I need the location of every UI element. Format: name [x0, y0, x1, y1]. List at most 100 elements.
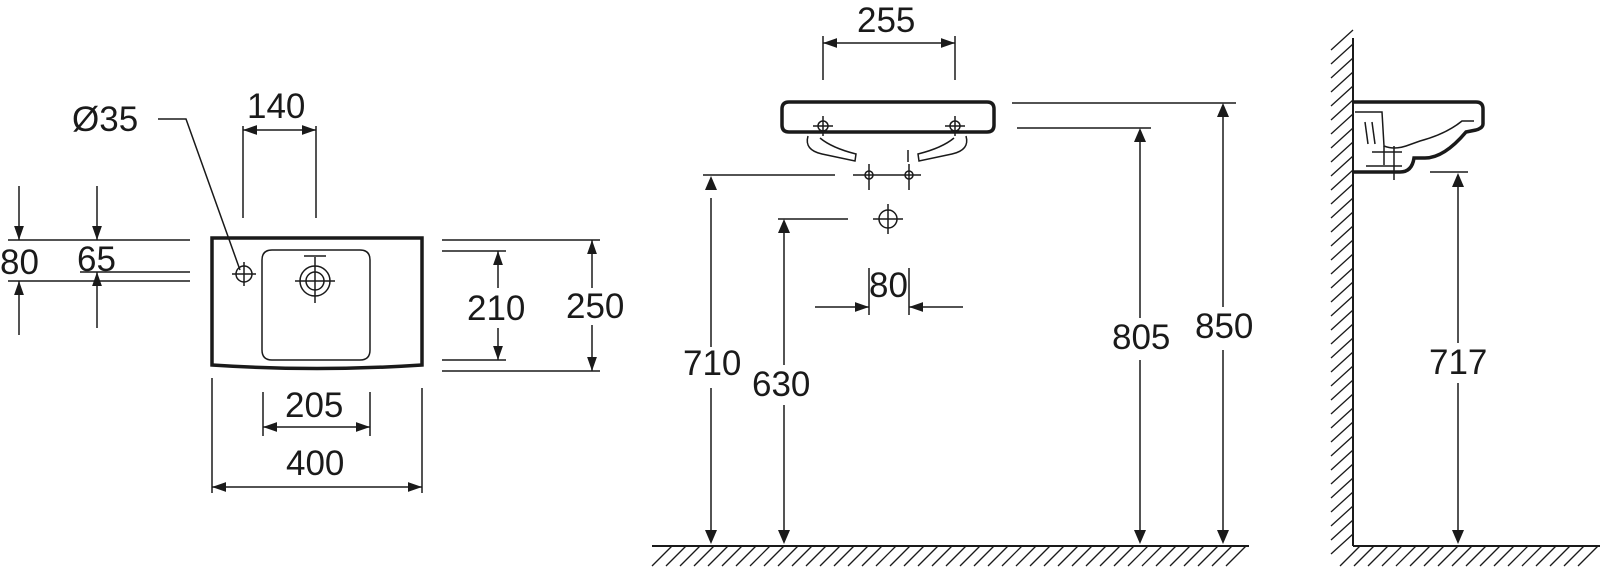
hatch-stroke — [693, 545, 715, 567]
basin-side-inner — [1355, 111, 1474, 149]
hatch-stroke — [819, 545, 841, 567]
hatch-stroke — [1395, 545, 1417, 567]
hatch-stroke — [875, 545, 897, 567]
hatch-stroke — [1127, 545, 1149, 567]
hatch-stroke — [1451, 545, 1473, 567]
dim-label-250: 250 — [566, 287, 624, 326]
hatch-stroke — [1330, 85, 1354, 107]
hatch-stroke — [1057, 545, 1079, 567]
hatch-stroke — [1085, 545, 1107, 567]
dim-label-65: 65 — [77, 240, 116, 279]
dim-label-210: 210 — [467, 289, 525, 328]
dim-label-140: 140 — [247, 87, 305, 126]
hatch-stroke — [1330, 463, 1354, 485]
hatch-stroke — [889, 545, 911, 567]
hatch-stroke — [1330, 211, 1354, 233]
tap-hole-symbol — [232, 262, 256, 286]
hatch-stroke — [1330, 113, 1354, 135]
tap-hole-symbol-left — [813, 116, 833, 136]
hatch-stroke — [1330, 155, 1354, 177]
hatch-stroke — [749, 545, 771, 567]
hatch-stroke — [1330, 43, 1354, 65]
drain-symbol — [295, 255, 335, 303]
basin-top-outline — [210, 236, 424, 371]
hatch-stroke — [1330, 323, 1354, 345]
hatch-stroke — [959, 545, 981, 567]
hatch-stroke — [1225, 545, 1247, 567]
hatch-stroke — [1330, 99, 1354, 121]
hatch-stroke — [1563, 545, 1585, 567]
dim-label-805: 805 — [1112, 318, 1170, 357]
hatch-stroke — [1493, 545, 1515, 567]
dim-label-710: 710 — [683, 344, 741, 383]
hatch-stroke — [1211, 545, 1233, 567]
hatch-stroke — [1330, 281, 1354, 303]
hatch-stroke — [1330, 57, 1354, 79]
dim-label-717: 717 — [1429, 343, 1487, 382]
floor-hatching-side — [1339, 545, 1599, 567]
hatch-stroke — [735, 545, 757, 567]
hatch-stroke — [861, 545, 883, 567]
hatch-stroke — [1330, 127, 1354, 149]
hatch-stroke — [1330, 477, 1354, 499]
hatch-stroke — [1071, 545, 1093, 567]
dim-label-80-left: 80 — [0, 243, 39, 282]
basin-side-outline — [1353, 100, 1485, 174]
hatch-stroke — [1330, 491, 1354, 513]
hatch-stroke — [1155, 545, 1177, 567]
hatch-stroke — [973, 545, 995, 567]
hatch-stroke — [1549, 545, 1571, 567]
dim-label-80-mid: 80 — [869, 266, 908, 305]
basin-front-outline — [780, 100, 996, 134]
hatch-stroke — [1330, 519, 1354, 541]
hatch-stroke — [1330, 71, 1354, 93]
hatch-stroke — [1330, 267, 1354, 289]
hatch-stroke — [1330, 197, 1354, 219]
hatch-stroke — [1330, 505, 1354, 527]
hatch-stroke — [679, 545, 701, 567]
hatch-stroke — [1015, 545, 1037, 567]
bowl-outline — [261, 249, 371, 361]
hatch-stroke — [665, 545, 687, 567]
hatch-stroke — [1339, 545, 1361, 567]
hatch-stroke — [1330, 29, 1354, 51]
hatch-stroke — [1330, 141, 1354, 163]
dim-label-d35: Ø35 — [72, 100, 138, 139]
hatch-stroke — [1001, 545, 1023, 567]
hatch-stroke — [1169, 545, 1191, 567]
hatch-stroke — [805, 545, 827, 567]
hatch-stroke — [1330, 365, 1354, 387]
hatch-stroke — [917, 545, 939, 567]
hatch-stroke — [1330, 407, 1354, 429]
hatch-stroke — [1330, 393, 1354, 415]
hatch-stroke — [1330, 379, 1354, 401]
hatch-stroke — [763, 545, 785, 567]
hatch-stroke — [1521, 545, 1543, 567]
floor-hatching-front — [651, 545, 1247, 567]
hatch-stroke — [1381, 545, 1403, 567]
hatch-stroke — [1330, 435, 1354, 457]
hatch-stroke — [1330, 183, 1354, 205]
dim-label-400: 400 — [286, 444, 344, 483]
hatch-stroke — [903, 545, 925, 567]
hatch-stroke — [1577, 545, 1599, 567]
dim-label-630: 630 — [752, 365, 810, 404]
hatch-stroke — [1465, 545, 1487, 567]
hatch-stroke — [1330, 421, 1354, 443]
hatch-stroke — [1353, 545, 1375, 567]
hatch-stroke — [1141, 545, 1163, 567]
dim-label-850: 850 — [1195, 307, 1253, 346]
hatch-stroke — [1437, 545, 1459, 567]
side-view: 717 — [1330, 29, 1600, 567]
hatch-stroke — [945, 545, 967, 567]
hatch-stroke — [1330, 239, 1354, 261]
hatch-stroke — [1507, 545, 1529, 567]
hatch-stroke — [777, 545, 799, 567]
wall-hatching — [1330, 29, 1354, 555]
hatch-stroke — [707, 545, 729, 567]
hatch-stroke — [651, 545, 673, 567]
hatch-stroke — [1043, 545, 1065, 567]
hatch-stroke — [1197, 545, 1219, 567]
leader-line-d35 — [158, 118, 241, 271]
